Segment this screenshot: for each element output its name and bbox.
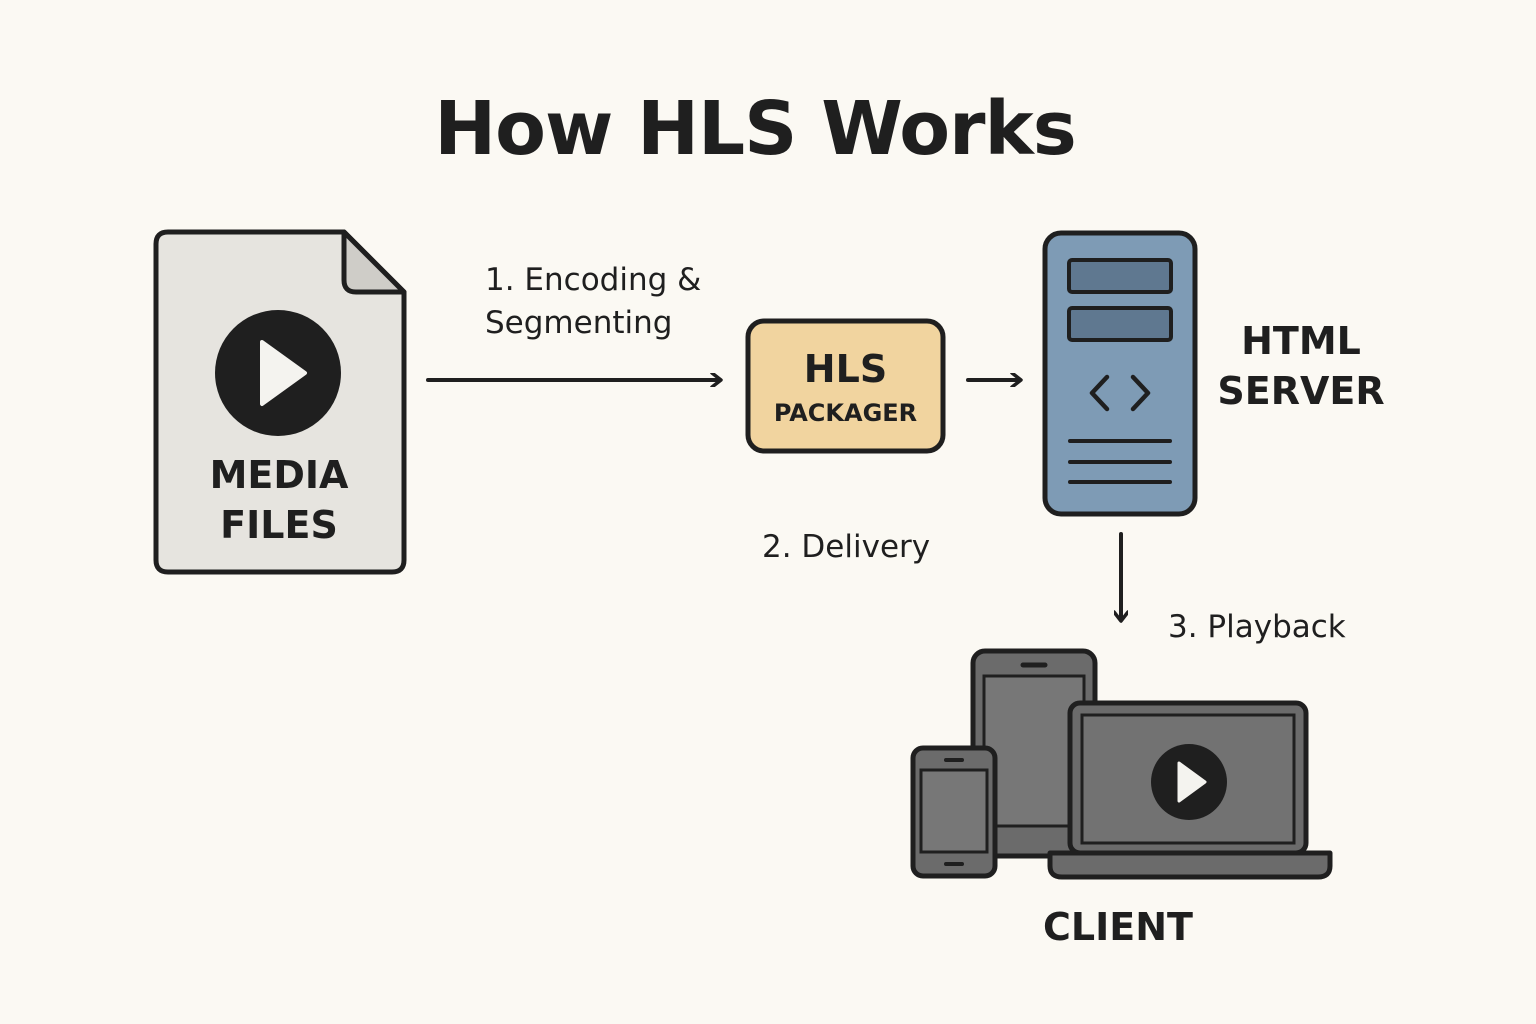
laptop-play-icon <box>1151 744 1227 820</box>
server-label: HTML SERVER <box>1206 316 1396 416</box>
media-files-line2: FILES <box>220 503 338 547</box>
code-icon <box>1089 374 1151 412</box>
step-encoding-line2: Segmenting <box>485 305 673 341</box>
packager-title: HLS <box>803 347 888 391</box>
step-encoding-line1: 1. Encoding & <box>485 262 702 298</box>
server-line1: HTML <box>1241 319 1361 363</box>
media-files-line1: MEDIA <box>209 453 349 497</box>
server-icon <box>1042 230 1198 517</box>
packager-subtitle: PACKAGER <box>773 399 918 427</box>
server-line2: SERVER <box>1217 369 1385 413</box>
client-label: CLIENT <box>1043 905 1193 949</box>
step-playback-label: 3. Playback <box>1168 609 1346 645</box>
step-delivery-label: 2. Delivery <box>762 529 931 565</box>
packager-box <box>745 318 946 454</box>
media-files-label: MEDIA FILES <box>156 450 402 550</box>
phone-icon <box>910 745 998 879</box>
diagram-title: How HLS Works <box>434 86 1077 172</box>
play-icon <box>215 310 341 436</box>
step-encoding-label: 1. Encoding & Segmenting <box>485 259 701 345</box>
